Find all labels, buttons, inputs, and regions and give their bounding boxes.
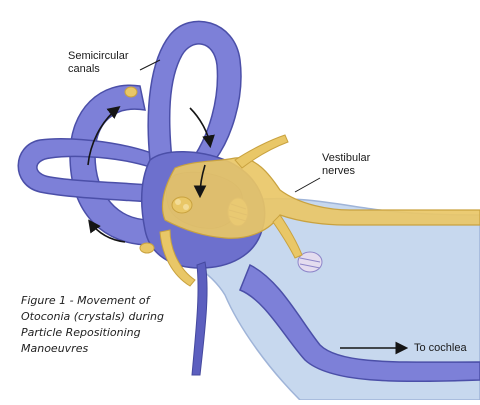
movement-arrow-superior <box>189 107 215 149</box>
vestibular-label-line1: Vestibular <box>322 152 371 164</box>
vestibular-nerve-branch-upper <box>234 134 289 169</box>
semicircular-label-line2: canals <box>68 63 100 75</box>
sensory-patch-saccule <box>297 251 323 273</box>
figure-caption: Figure 1 - Movement of Otoconia (crystal… <box>21 293 191 357</box>
superior-canal <box>147 20 242 161</box>
movement-arrow-posterior-down <box>88 219 126 243</box>
caption-line3: Particle Repositioning <box>21 326 141 339</box>
otoconia-crystal <box>183 204 189 210</box>
semicircular-pointer-line <box>139 59 161 71</box>
vestibular-nerves-label: Vestibular nerves <box>322 152 370 178</box>
otoconia-cluster <box>171 196 193 214</box>
movement-arrow-posterior-up <box>87 106 121 166</box>
cochlea-duct <box>239 263 480 383</box>
ampulla-superior <box>124 86 138 98</box>
to-cochlea-label: To cochlea <box>414 342 467 354</box>
vestibular-nerve-branch-lower <box>159 229 196 287</box>
caption-line1: Figure 1 - Movement of <box>21 294 150 307</box>
posterior-canal <box>69 84 151 246</box>
caption-line4: Manoeuvres <box>21 342 89 355</box>
semicircular-canals-label: Semicircular canals <box>68 50 129 76</box>
caption-line2: Otoconia (crystals) during <box>21 310 164 323</box>
movement-arrow-vestibule <box>193 164 207 199</box>
semicircular-label-line1: Semicircular <box>68 50 129 62</box>
otoconia-crystal <box>175 199 181 205</box>
vestibular-pointer-line <box>294 177 321 193</box>
ampulla-posterior <box>139 242 155 254</box>
endolymphatic-duct <box>191 261 208 376</box>
vestibular-label-line2: nerves <box>322 165 356 177</box>
vestibular-nerve-branch-saccule <box>272 214 303 259</box>
